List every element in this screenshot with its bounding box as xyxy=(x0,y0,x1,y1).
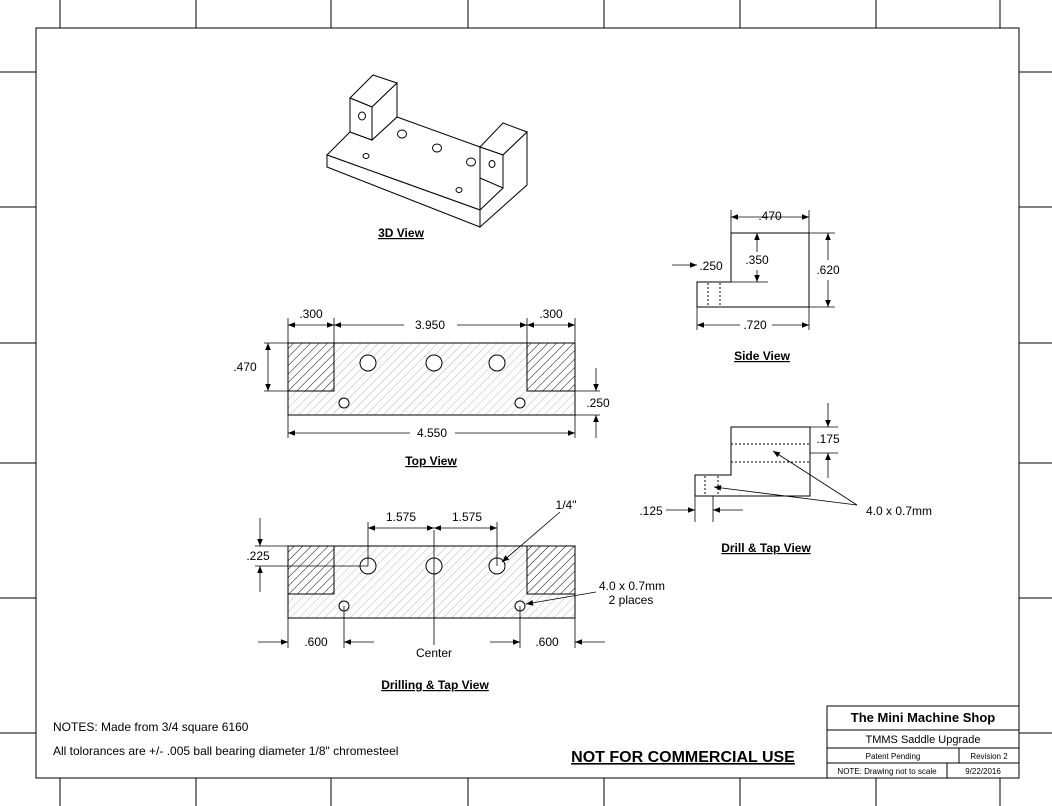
drilling-view-caption: Drilling & Tap View xyxy=(381,678,489,692)
drill-dim-left: .600 xyxy=(304,635,328,649)
side-dim-base: .250 xyxy=(699,259,723,273)
drill-tap-view-caption: Drill & Tap View xyxy=(721,541,811,555)
top-dim-left-wall: .300 xyxy=(299,307,323,321)
drill-dim-right: .600 xyxy=(535,635,559,649)
drill-dim-spacing-1: 1.575 xyxy=(386,510,416,524)
dt-tap-label: 4.0 x 0.7mm xyxy=(866,504,932,518)
notes-line-2: All tolorances are +/- .005 ball bearing… xyxy=(53,744,398,758)
side-dim-step: .350 xyxy=(745,253,769,267)
top-dim-center: 3.950 xyxy=(415,318,445,332)
iso-view: 3D View xyxy=(326,74,528,240)
side-view-caption: Side View xyxy=(734,349,790,363)
top-view: .300 3.950 .300 .470 .250 4.550 Top View xyxy=(233,307,610,468)
iso-part-outline xyxy=(326,74,528,229)
side-view: .470 .350 .620 .250 .720 Side View xyxy=(672,209,840,363)
drill-dim-offset: .225 xyxy=(246,549,270,563)
iso-view-caption: 3D View xyxy=(378,226,424,240)
drill-tap-label: 4.0 x 0.7mm xyxy=(599,579,665,593)
top-dim-right-wall: .300 xyxy=(539,307,563,321)
top-dim-base: .250 xyxy=(586,396,610,410)
side-dim-width: .720 xyxy=(743,318,767,332)
top-dim-length: 4.550 xyxy=(417,426,447,440)
not-for-commercial-use: NOT FOR COMMERCIAL USE xyxy=(571,749,795,766)
patent-status: Patent Pending xyxy=(866,752,921,761)
drill-center-label: Center xyxy=(416,646,452,660)
top-dim-height: .470 xyxy=(233,360,257,374)
drill-dim-hole: 1/4" xyxy=(556,498,577,512)
drilling-view: 1.575 1.575 1/4" .225 .600 .600 Center 4… xyxy=(246,498,665,692)
side-dim-top: .470 xyxy=(758,209,782,223)
drill-tap-places: 2 places xyxy=(609,593,654,607)
project-name: TMMS Saddle Upgrade xyxy=(866,734,981,746)
side-dim-height: .620 xyxy=(816,263,840,277)
revision: Revision 2 xyxy=(970,752,1008,761)
drill-dim-spacing-2: 1.575 xyxy=(452,510,482,524)
scale-note: NOTE: Drawing not to scale xyxy=(837,767,937,776)
top-view-caption: Top View xyxy=(405,454,457,468)
dt-dim-offset: .125 xyxy=(639,504,663,518)
drawing-date: 9/22/2016 xyxy=(965,767,1001,776)
drill-tap-view: .175 .125 4.0 x 0.7mm Drill & Tap View xyxy=(639,403,932,555)
iso-holes xyxy=(358,111,496,193)
title-block: The Mini Machine Shop TMMS Saddle Upgrad… xyxy=(826,705,1020,779)
dt-dim-depth: .175 xyxy=(816,432,840,446)
company-name: The Mini Machine Shop xyxy=(851,710,996,725)
notes-line-1: NOTES: Made from 3/4 square 6160 xyxy=(53,720,249,734)
